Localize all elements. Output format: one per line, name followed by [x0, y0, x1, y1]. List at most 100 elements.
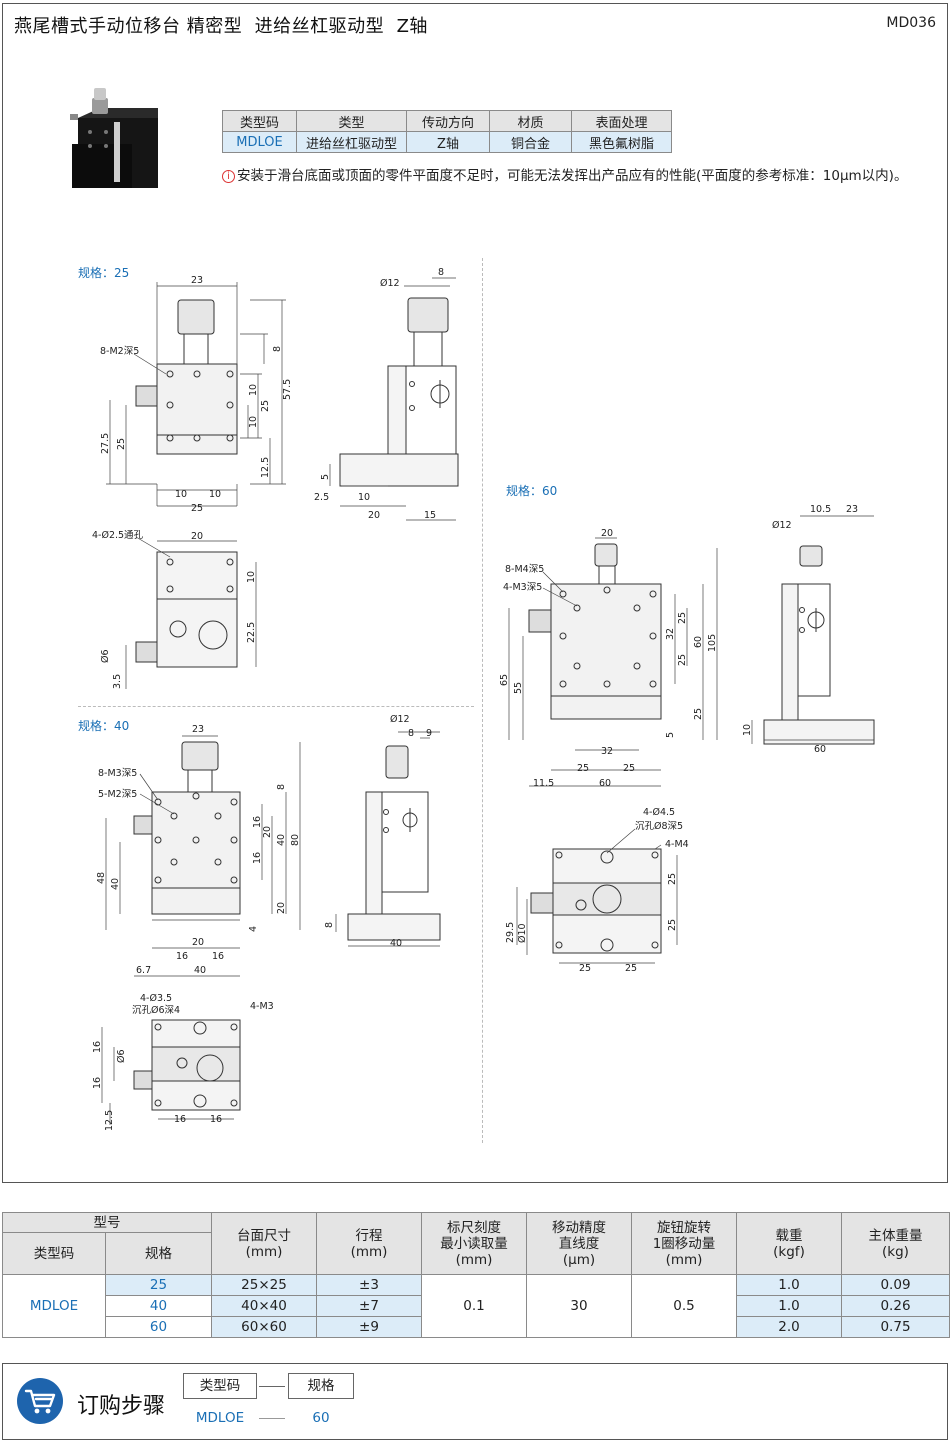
spec-40-label: 规格：40 [78, 719, 130, 733]
dim-label: 4-M3深5 [503, 582, 542, 593]
attr-header: 表面处理 [571, 110, 672, 132]
dim-label: 11.5 [533, 778, 554, 789]
drawing-25-top: 4-Ø2.5通孔 20 10 22.5 Ø6 3.5 [92, 530, 257, 689]
spec-type-code[interactable]: MDLOE [2, 1274, 106, 1338]
spec-knob-value: 0.5 [631, 1274, 737, 1338]
dim-label: 10.5 [810, 504, 831, 515]
dim-label: 60 [814, 744, 826, 755]
spec-accuracy-value: 30 [526, 1274, 632, 1338]
dim-label: 20 [276, 902, 287, 914]
dim-label: 5-M2深5 [98, 789, 137, 800]
dim-label: 25 [116, 438, 127, 450]
order-connector [259, 1386, 285, 1387]
dim-label: 20 [368, 510, 380, 521]
dim-label: 22.5 [246, 622, 257, 643]
note-text: 安装于滑台底面或顶面的零件平面度不足时，可能无法发挥出产品应有的性能(平面度的参… [237, 168, 908, 184]
dim-label: 60 [693, 636, 704, 648]
dim-label: 55 [513, 682, 524, 694]
spec-table: 型号 台面尺寸 (mm) 行程 (mm) 标尺刻度 最小读取量 (mm) 移动精… [2, 1212, 950, 1338]
dim-label: 10 [246, 571, 257, 583]
dim-label: 10 [175, 489, 187, 500]
spec-row-size: 60×60 [211, 1316, 317, 1338]
attr-value-type-code[interactable]: MDLOE [222, 131, 297, 153]
order-steps: 订购步骤 类型码 规格 MDLOE 60 [2, 1363, 948, 1440]
spec-25-label: 规格：25 [78, 266, 130, 280]
spec-header-knob: 旋钮旋转 1圈移动量 (mm) [631, 1212, 737, 1275]
order-value-spec[interactable]: 60 [312, 1410, 330, 1426]
dim-label: 40 [194, 965, 206, 976]
dim-label: 8 [272, 346, 283, 352]
attr-header: 材质 [489, 110, 572, 132]
divider-horizontal [78, 706, 474, 707]
order-value-type-code[interactable]: MDLOE [195, 1410, 245, 1426]
catalog-frame [2, 3, 948, 1183]
divider-vertical [482, 258, 483, 1143]
drawing-40-front: 23 8-M3深5 5-M2深5 8 16 20 40 80 16 20 48 … [96, 724, 301, 977]
order-title: 订购步骤 [77, 1394, 166, 1419]
dim-label: 48 [96, 872, 107, 884]
spec-header-load: 载重 (kgf) [736, 1212, 842, 1275]
spec-row-load: 1.0 [736, 1274, 842, 1296]
dim-label: 12.5 [104, 1110, 115, 1131]
dim-label: 15 [424, 510, 436, 521]
dim-label: 4-Ø2.5通孔 [92, 530, 144, 541]
dim-label: 5 [320, 474, 331, 480]
cart-icon [17, 1378, 63, 1424]
spec-header-scale: 标尺刻度 最小读取量 (mm) [421, 1212, 527, 1275]
dim-label: 16 [252, 816, 263, 828]
drawing-40-side: Ø12 8 9 8 40 [324, 714, 441, 949]
spec-row-travel: ±3 [316, 1274, 422, 1296]
spec-row-size: 40×40 [211, 1295, 317, 1317]
drawing-25-side: Ø12 8 5 2.5 10 20 15 [314, 267, 459, 521]
dim-label: 8-M4深5 [505, 564, 544, 575]
spec-60-label: 规格：60 [506, 484, 558, 498]
attr-value: Z轴 [406, 131, 490, 153]
order-connector [259, 1418, 285, 1419]
dim-label: 沉孔Ø6深4 [132, 1005, 180, 1016]
dim-label: 25 [577, 763, 589, 774]
spec-row-travel: ±7 [316, 1295, 422, 1317]
dim-label: 57.5 [282, 379, 293, 400]
dim-label: 10 [248, 384, 259, 396]
dim-label: 16 [92, 1041, 103, 1053]
dim-label: 32 [665, 628, 676, 640]
spec-row-size: 25×25 [211, 1274, 317, 1296]
dim-label: 40 [276, 834, 287, 846]
dim-label: 65 [499, 674, 510, 686]
spec-header-accuracy: 移动精度 直线度 (μm) [526, 1212, 632, 1275]
dim-label: 60 [599, 778, 611, 789]
dim-label: 8-M3深5 [98, 768, 137, 779]
dim-label: 25 [579, 963, 591, 974]
drawing-60-side: Ø12 10.5 23 10 60 [742, 504, 875, 755]
dim-label: 25 [191, 503, 203, 514]
dim-label: 40 [390, 938, 402, 949]
dim-label: Ø10 [517, 923, 528, 943]
spec-row-spec[interactable]: 60 [105, 1316, 212, 1338]
attr-value: 铜合金 [489, 131, 572, 153]
dim-label: 12.5 [260, 457, 271, 478]
dim-label: 25 [625, 963, 637, 974]
dim-label: 16 [212, 951, 224, 962]
order-box-spec: 规格 [288, 1373, 354, 1399]
dim-label: 10 [209, 489, 221, 500]
product-photo [70, 88, 158, 188]
dim-label: 20 [601, 528, 613, 539]
dim-label: 8 [408, 728, 414, 739]
attr-header: 类型码 [222, 110, 297, 132]
dim-label: 29.5 [505, 922, 516, 943]
spec-row-load: 1.0 [736, 1295, 842, 1317]
spec-header-travel: 行程 (mm) [316, 1212, 422, 1275]
dim-label: 10 [742, 724, 753, 736]
spec-row-spec[interactable]: 25 [105, 1274, 212, 1296]
spec-row-spec[interactable]: 40 [105, 1295, 212, 1317]
dim-label: Ø6 [116, 1049, 127, 1063]
dim-label: 25 [260, 400, 271, 412]
dim-label: 16 [252, 852, 263, 864]
drawing-25-front: 23 8-M2深5 8 57.5 10 25 10 12.5 27.5 25 1… [100, 275, 293, 514]
dim-label: Ø12 [772, 520, 792, 531]
drawing-60-front: 20 8-M4深5 4-M3深5 25 32 60 105 25 65 55 2… [499, 528, 718, 789]
spec-header-size: 台面尺寸 (mm) [211, 1212, 317, 1275]
dim-label: 25 [677, 654, 688, 666]
dim-label: 25 [677, 612, 688, 624]
